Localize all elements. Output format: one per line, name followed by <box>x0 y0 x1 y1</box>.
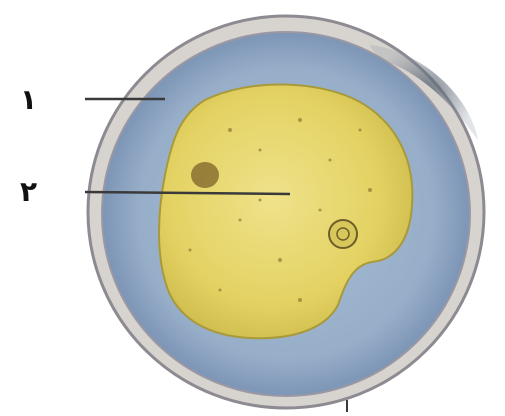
dark-granule <box>191 162 219 188</box>
label-number-2: ٢ <box>20 178 37 206</box>
nucleus-body <box>329 220 357 248</box>
label-number-1: ١ <box>20 86 37 114</box>
